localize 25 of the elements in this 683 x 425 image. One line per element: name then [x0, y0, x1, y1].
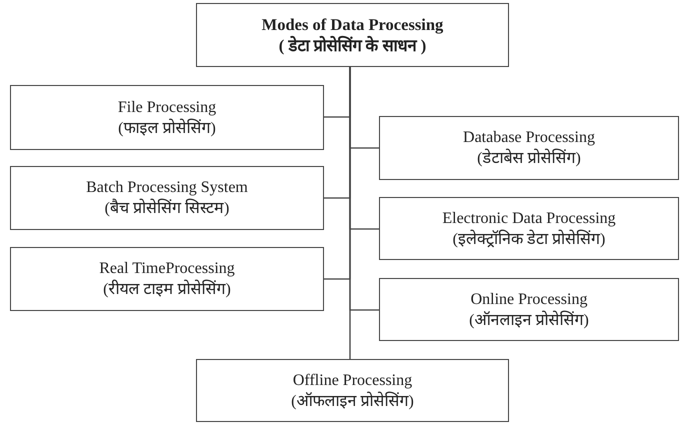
- hindi-translation: (फाइल प्रोसेसिंग): [118, 118, 216, 138]
- hindi-translation: (रीयल टाइम प्रोसेसिंग): [103, 279, 231, 300]
- mode-box: [10, 247, 324, 311]
- heading: Real TimeProcessing: [99, 259, 235, 279]
- hindi-translation: ( डेटा प्रोसेसिंग के साधन ): [278, 35, 426, 56]
- heading: Batch Processing System: [86, 178, 248, 198]
- heading: File Processing: [118, 98, 216, 118]
- mode-box: [196, 359, 509, 422]
- heading: Offline Processing: [292, 370, 412, 390]
- heading: Database Processing: [463, 128, 595, 148]
- heading: Online Processing: [470, 290, 588, 310]
- hindi-translation: (ऑनलाइन प्रोसेसिंग): [469, 310, 589, 330]
- mode-box: [10, 166, 324, 230]
- heading: Electronic Data Processing: [442, 208, 616, 228]
- hindi-translation: (इलेक्ट्रॉनिक डेटा प्रोसेसिंग): [452, 228, 606, 250]
- mode-box: [10, 85, 324, 150]
- mode-box: [379, 278, 679, 341]
- hindi-translation: (ऑफलाइन प्रोसेसिंग): [291, 390, 414, 412]
- hindi-translation: (डेटाबेस प्रोसेसिंग): [477, 148, 581, 169]
- heading: Modes of Data Processing: [262, 14, 444, 35]
- title-box: [196, 3, 509, 67]
- hindi-translation: (बैच प्रोसेसिंग सिस्टम): [104, 198, 230, 219]
- mode-box: [379, 197, 679, 260]
- connector-line: [349, 67, 351, 359]
- mode-box: [379, 116, 679, 180]
